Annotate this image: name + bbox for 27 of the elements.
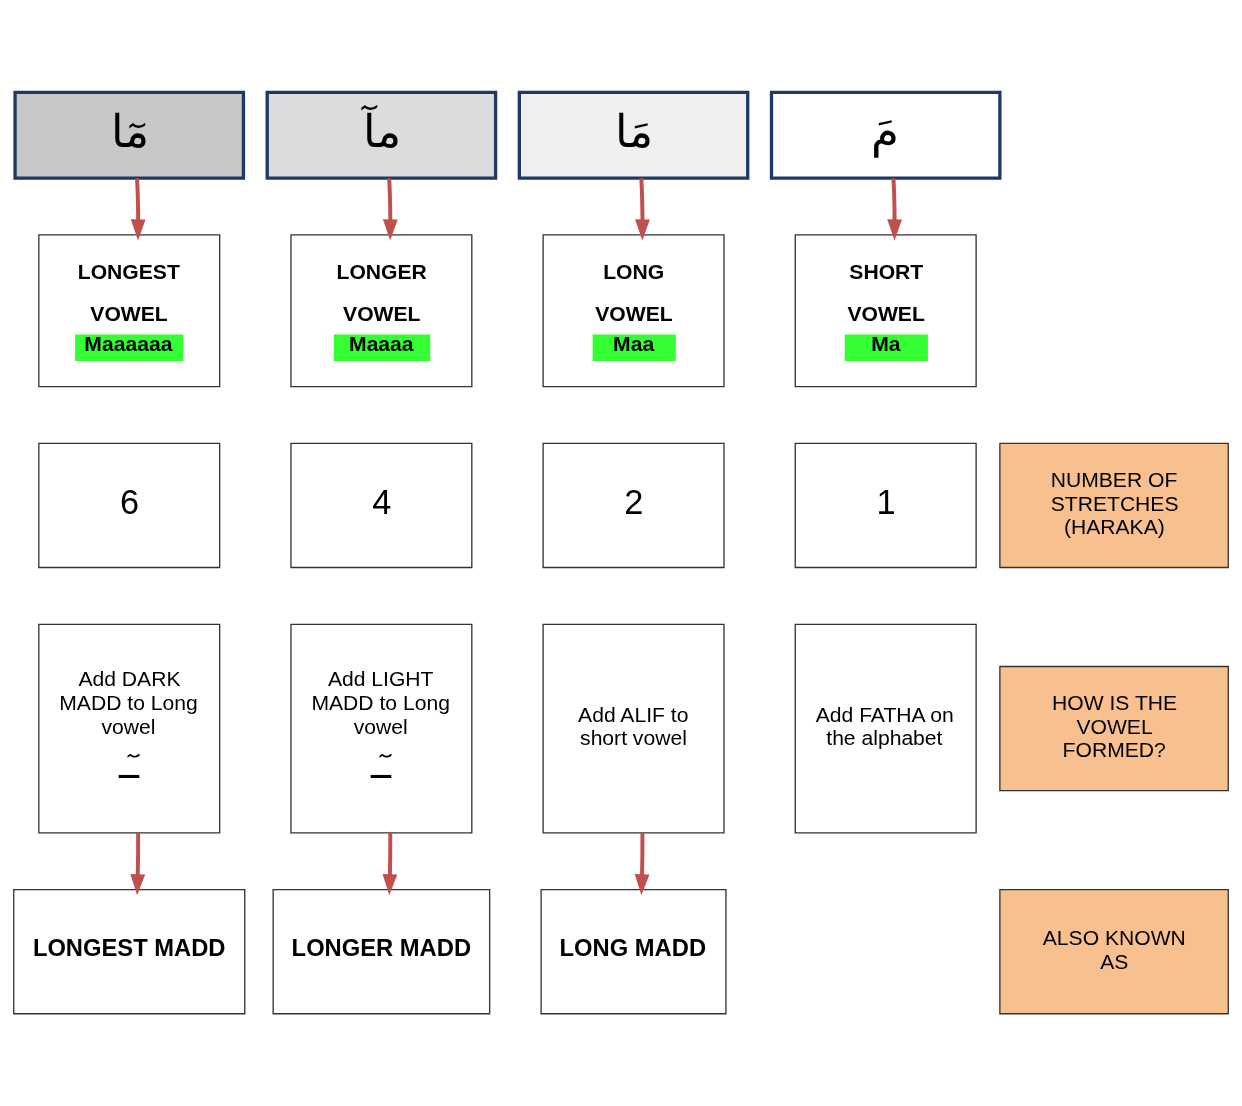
node-box: مآ bbox=[265, 90, 498, 180]
arrow bbox=[887, 178, 902, 241]
node-box: 2 bbox=[542, 442, 725, 569]
node-box: LONGEST MADD bbox=[13, 888, 246, 1015]
arrow bbox=[634, 833, 650, 896]
node-box: Add ALIF to short vowel bbox=[542, 623, 725, 834]
node-box: مٓا bbox=[13, 90, 246, 180]
node-box: LONGER MADD bbox=[272, 888, 491, 1015]
node-box: 6 bbox=[38, 442, 221, 569]
node-box: HOW IS THE VOWEL FORMED? bbox=[999, 665, 1229, 792]
node-box: مَا bbox=[517, 90, 750, 180]
node-box: LONGEST VOWEL Maaaaaa bbox=[38, 234, 221, 388]
arrow bbox=[130, 833, 146, 896]
arrow bbox=[635, 178, 650, 241]
node-box: LONG MADD bbox=[540, 888, 727, 1015]
arrow bbox=[382, 833, 398, 896]
node-box: ALSO KNOWN AS bbox=[999, 888, 1229, 1015]
arrow bbox=[382, 178, 398, 241]
arrow bbox=[130, 178, 146, 241]
node-box: NUMBER OF STRETCHES (HARAKA) bbox=[999, 442, 1229, 569]
node-box: Add FATHA on the alphabet bbox=[794, 623, 977, 834]
node-box: 4 bbox=[290, 442, 473, 569]
node-box: 1 bbox=[794, 442, 977, 569]
node-box: LONG VOWEL Maa bbox=[542, 234, 725, 388]
node-box: مَ bbox=[769, 90, 1002, 180]
node-box: LONGER VOWEL Maaaa bbox=[290, 234, 473, 388]
node-box: SHORT VOWEL Ma bbox=[794, 234, 977, 388]
